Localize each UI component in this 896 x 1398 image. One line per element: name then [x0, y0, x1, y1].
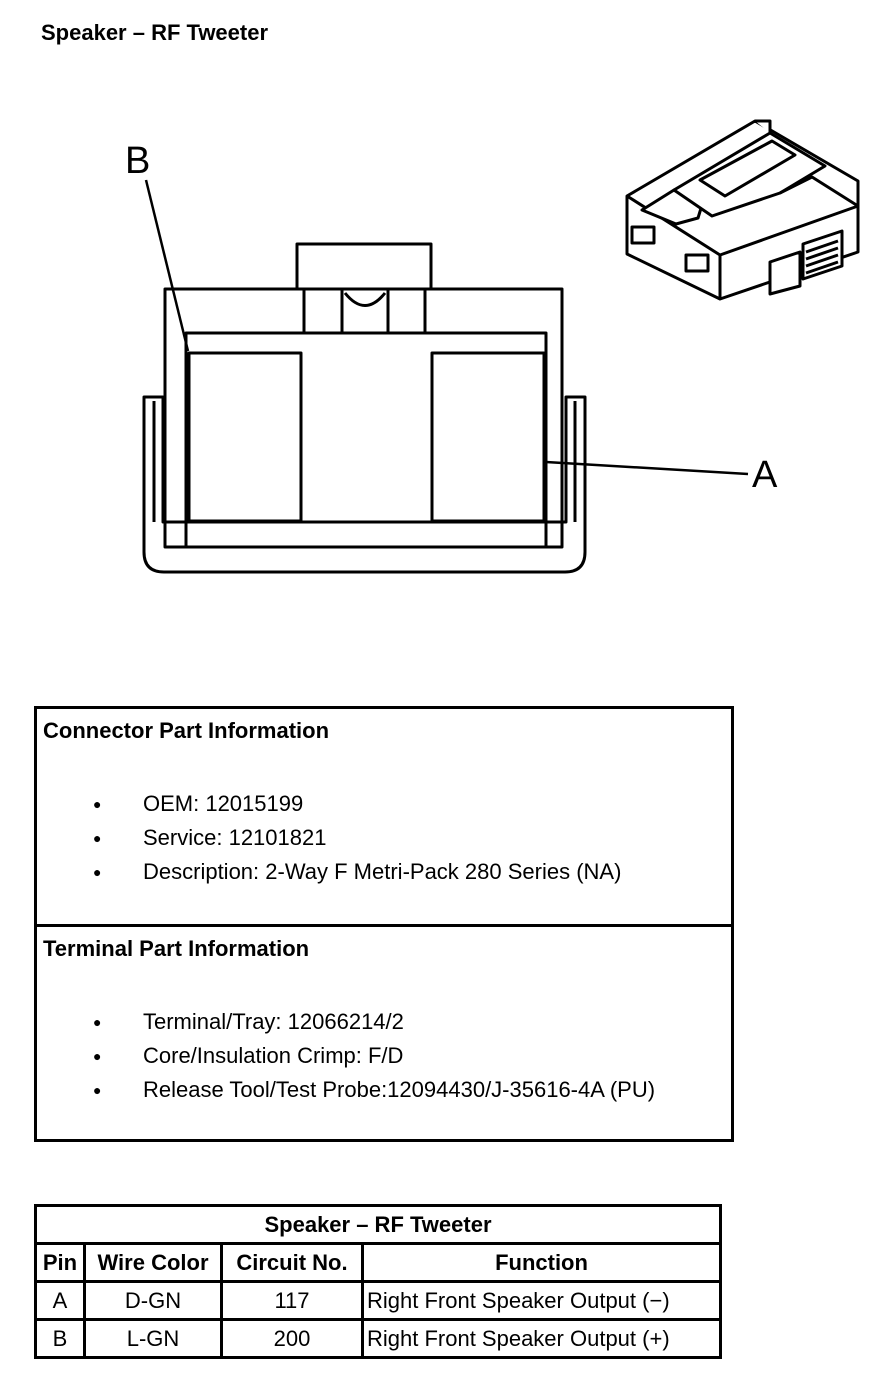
list-item: Terminal/Tray: 12066214/2 [37, 1005, 655, 1039]
page-title: Speaker – RF Tweeter [41, 20, 269, 45]
circuit-cell: 117 [220, 1280, 364, 1321]
list-item: Description: 2-Way F Metri-Pack 280 Seri… [37, 855, 621, 889]
list-item: OEM: 12015199 [37, 787, 621, 821]
pin-table: Speaker – RF Tweeter Pin Wire Color Circ… [34, 1204, 722, 1359]
column-header-function: Function [361, 1242, 722, 1283]
table-row: A D-GN 117 Right Front Speaker Output (−… [34, 1280, 722, 1321]
pin-cell: B [34, 1318, 86, 1359]
callout-a-label: A [752, 454, 778, 496]
table-header-row: Pin Wire Color Circuit No. Function [34, 1242, 722, 1283]
table-title: Speaker – RF Tweeter [34, 1204, 722, 1245]
callout-b-label: B [125, 140, 151, 182]
list-item: Service: 12101821 [37, 821, 621, 855]
connector-body [163, 287, 564, 549]
connector-info-list: OEM: 12015199 Service: 12101821 Descript… [37, 787, 621, 889]
function-cell: Right Front Speaker Output (−) [361, 1280, 722, 1321]
connector-info-heading: Connector Part Information [43, 718, 330, 743]
connector-info-section: Connector Part Information OEM: 12015199… [37, 709, 731, 927]
terminal-info-section: Terminal Part Information Terminal/Tray:… [37, 927, 731, 1139]
connector-latch [295, 242, 433, 291]
table-row: B L-GN 200 Right Front Speaker Output (+… [34, 1318, 722, 1359]
column-header-pin: Pin [34, 1242, 86, 1283]
circuit-cell: 200 [220, 1318, 364, 1359]
column-header-circuit: Circuit No. [220, 1242, 364, 1283]
wire-color-cell: L-GN [83, 1318, 223, 1359]
cavity-a [430, 351, 546, 523]
list-item: Core/Insulation Crimp: F/D [37, 1039, 655, 1073]
cavity-b [187, 351, 303, 523]
table-title-row: Speaker – RF Tweeter [34, 1204, 722, 1245]
connector-face-diagram [142, 119, 860, 574]
connector-face [184, 331, 548, 549]
connector-iso-view [625, 119, 860, 301]
pin-cell: A [34, 1280, 86, 1321]
connector-shell [142, 395, 587, 574]
terminal-info-heading: Terminal Part Information [43, 936, 310, 961]
terminal-info-list: Terminal/Tray: 12066214/2 Core/Insulatio… [37, 1005, 655, 1107]
column-header-wire-color: Wire Color [83, 1242, 223, 1283]
wire-color-cell: D-GN [83, 1280, 223, 1321]
list-item: Release Tool/Test Probe:12094430/J-35616… [37, 1073, 655, 1107]
function-cell: Right Front Speaker Output (+) [361, 1318, 722, 1359]
part-info-box: Connector Part Information OEM: 12015199… [34, 706, 734, 1142]
